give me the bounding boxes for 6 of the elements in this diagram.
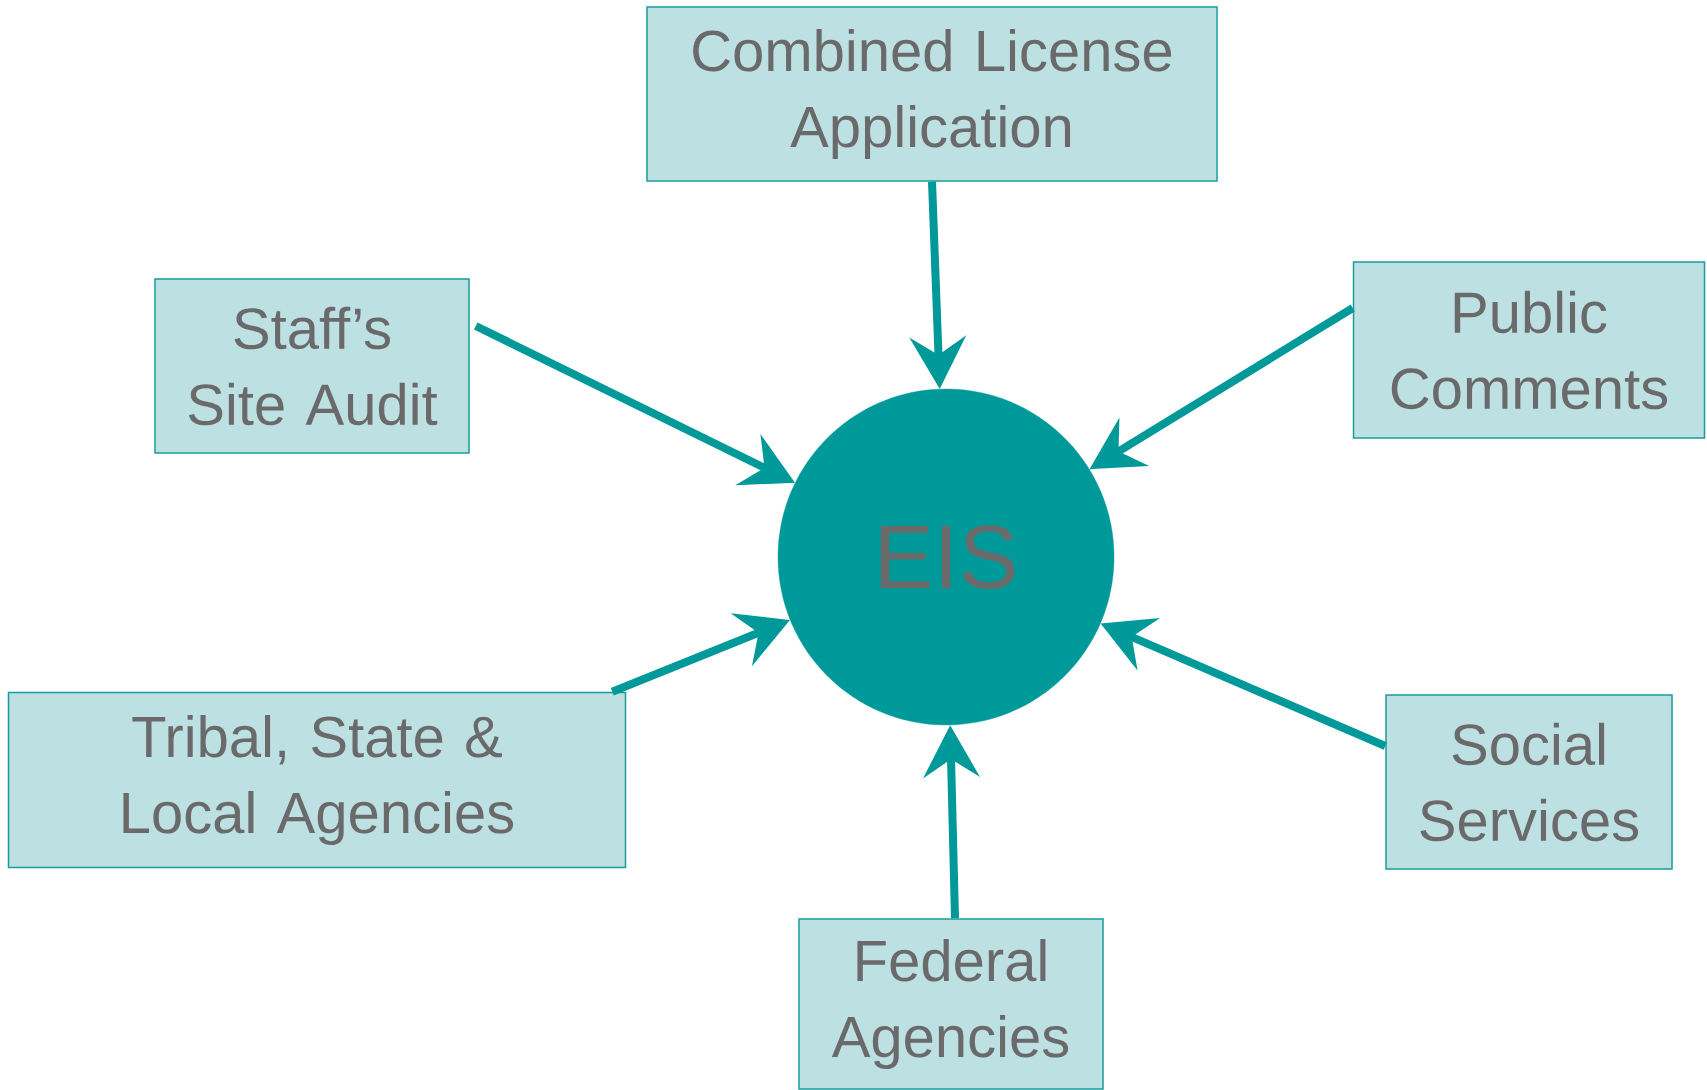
- process-box: Social Services: [1385, 694, 1673, 870]
- process-box: Public Comments: [1352, 261, 1706, 439]
- process-box: Federal Agencies: [798, 918, 1104, 1090]
- process-box: Tribal, State & Local Agencies: [7, 691, 627, 869]
- process-box: Staff’s Site Audit: [154, 278, 470, 454]
- process-box: Combined License Application: [646, 6, 1218, 182]
